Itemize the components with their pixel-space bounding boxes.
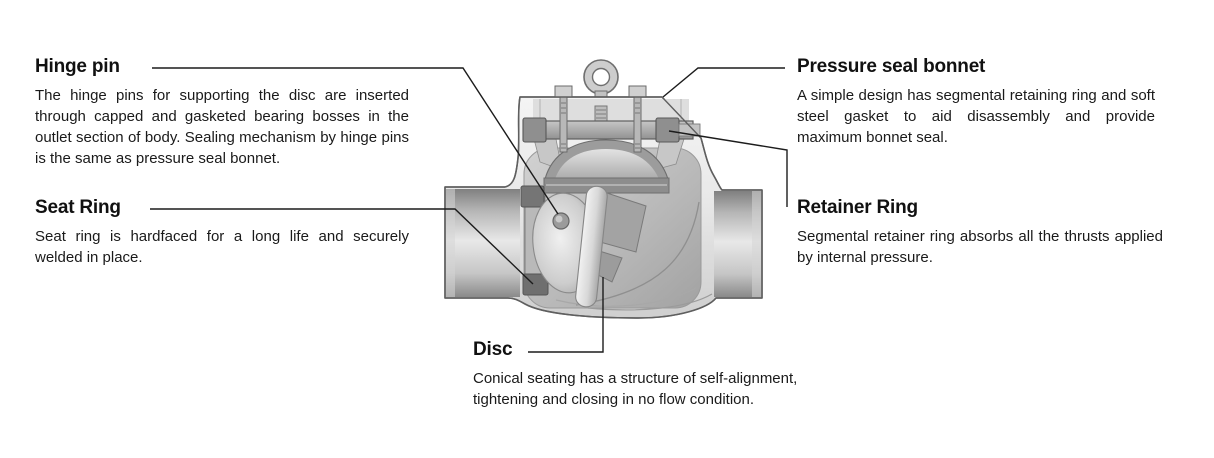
leader-disc [528,277,604,353]
flow-contour-line [555,287,697,307]
retainer-ring-part [522,117,701,143]
callout-description-seat-ring: Seat ring is hardfaced for a long life a… [35,228,409,266]
callout-description-hinge-pin: The hinge pins for supporting the disc a… [35,87,409,167]
flow-contour-line [587,293,713,311]
bonnet-part [543,139,670,194]
leader-seat-ring [150,208,534,285]
leader-retainer-ring [668,130,788,207]
leader-hinge-pin [152,67,559,215]
callout-title-seat-ring: Seat Ring [35,197,121,218]
callout-disc: Disc Conical seating has a structure of … [473,338,855,410]
bonnet-neck-section [533,99,689,122]
callout-title-disc: Disc [473,339,513,360]
callout-description-retainer-ring: Segmental retainer ring absorbs all the … [797,228,1163,266]
callout-pressure-seal-bonnet: Pressure seal bonnet A simple design has… [797,55,1155,148]
callout-retainer-ring: Retainer Ring Segmental retainer ring ab… [797,196,1163,268]
outlet-weld-bevel [752,191,761,297]
inlet-weld-bevel [446,189,455,297]
callout-hinge-pin: Hinge pin The hinge pins for supporting … [35,55,409,169]
hinge-pin-part [552,212,570,230]
bonnet-stud [628,85,647,153]
lifting-eyebolt [583,59,619,107]
callout-title-pressure-seal-bonnet: Pressure seal bonnet [797,56,986,77]
disc-part [532,185,647,308]
callout-title-hinge-pin: Hinge pin [35,56,120,77]
inlet-bore [446,189,520,297]
callout-seat-ring: Seat Ring Seat ring is hardfaced for a l… [35,196,409,268]
callout-description-disc: Conical seating has a structure of self-… [473,370,798,408]
valve-outline [444,96,763,319]
callout-title-retainer-ring: Retainer Ring [797,197,918,218]
leader-pressure-seal-bonnet [662,67,785,98]
callout-description-pressure-seal-bonnet: A simple design has segmental retaining … [797,87,1155,146]
